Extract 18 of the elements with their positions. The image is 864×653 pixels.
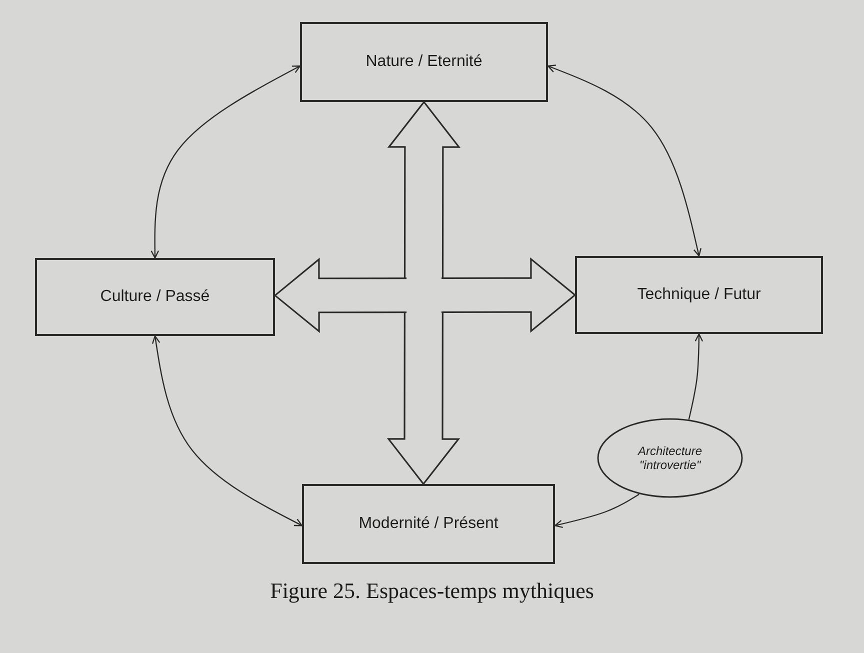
ellipse-node [597, 418, 743, 498]
node-label: Nature / Eternité [366, 53, 482, 71]
curved-arrow [150, 65, 301, 259]
block-arrow [386, 100, 461, 486]
node-label: Modernité / Présent [358, 515, 498, 533]
node-label: Culture / Passé [100, 288, 210, 306]
block-arrow [274, 257, 576, 334]
node-label: Technique / Futur [637, 286, 761, 304]
process-box [575, 256, 823, 334]
node-label: Architecture "introvertie" [636, 444, 704, 472]
curved-arrow [554, 494, 640, 528]
process-box [300, 22, 548, 102]
figure-caption: Figure 25. Espaces-temps mythiques [270, 578, 594, 603]
curved-arrow [547, 64, 702, 257]
curved-arrow [688, 333, 704, 420]
process-box [35, 258, 275, 336]
curved-arrow [152, 335, 303, 526]
process-box [302, 484, 555, 564]
